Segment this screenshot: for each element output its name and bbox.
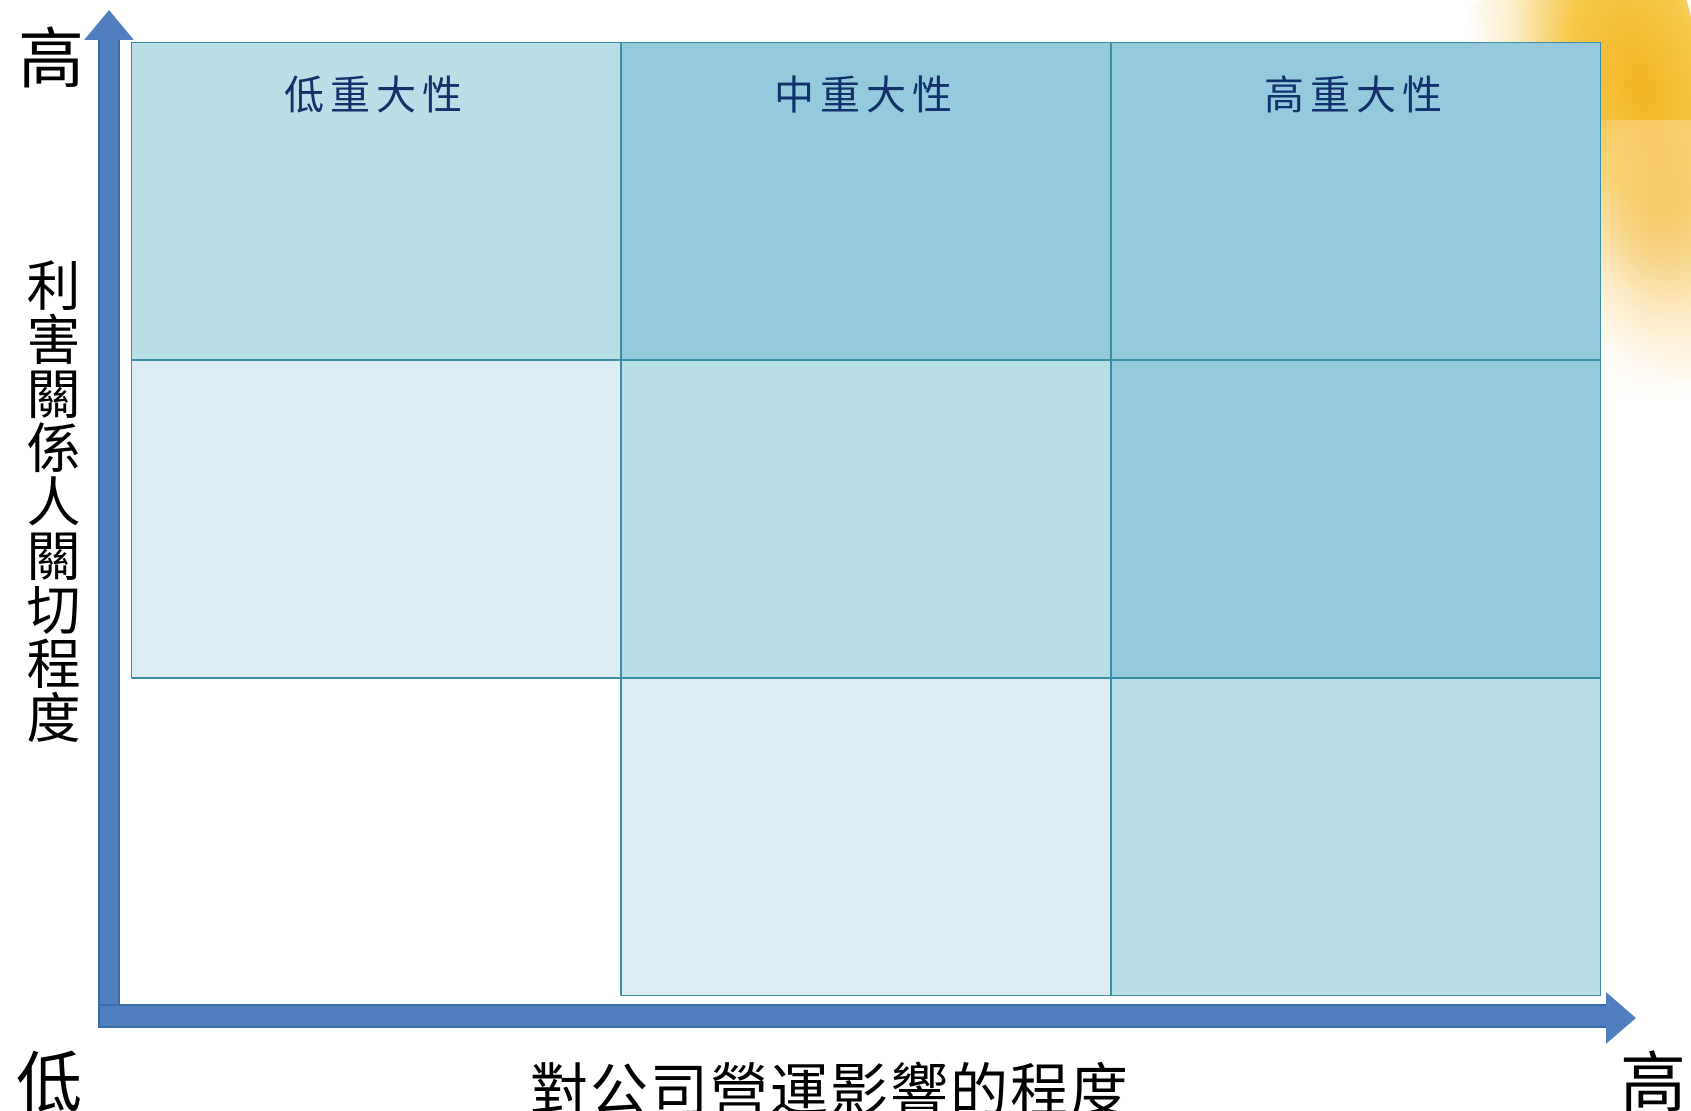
- matrix-cell-r2-c1: [131, 360, 621, 678]
- y-axis-title: 利害關係人關切程度: [17, 258, 80, 744]
- y-axis-arrowhead: [84, 10, 134, 40]
- matrix-cell-r2-c2: [621, 360, 1111, 678]
- x-axis-high-label: 高: [1620, 1045, 1686, 1111]
- column-header-high: 高重大性: [1264, 73, 1448, 119]
- matrix-cell-r1-c2: 中重大性: [621, 42, 1111, 360]
- matrix-cell-r3-c2: [621, 678, 1111, 996]
- x-axis-arrowhead: [1606, 992, 1636, 1044]
- y-axis-arrow-shaft: [98, 38, 120, 1018]
- materiality-matrix: 低重大性 中重大性 高重大性: [131, 42, 1601, 996]
- column-header-medium: 中重大性: [774, 73, 958, 119]
- matrix-cell-r1-c3: 高重大性: [1111, 42, 1601, 360]
- matrix-cell-r3-c1: [131, 678, 621, 996]
- column-header-low: 低重大性: [284, 73, 468, 119]
- y-axis-high-label: 高: [18, 21, 84, 98]
- matrix-cell-r2-c3: [1111, 360, 1601, 678]
- x-axis-title: 對公司營運影響的程度: [530, 1057, 1131, 1111]
- axis-low-label: 低: [16, 1045, 82, 1111]
- matrix-cell-r1-c1: 低重大性: [131, 42, 621, 360]
- x-axis-arrow-shaft: [98, 1004, 1608, 1028]
- matrix-cell-r3-c3: [1111, 678, 1601, 996]
